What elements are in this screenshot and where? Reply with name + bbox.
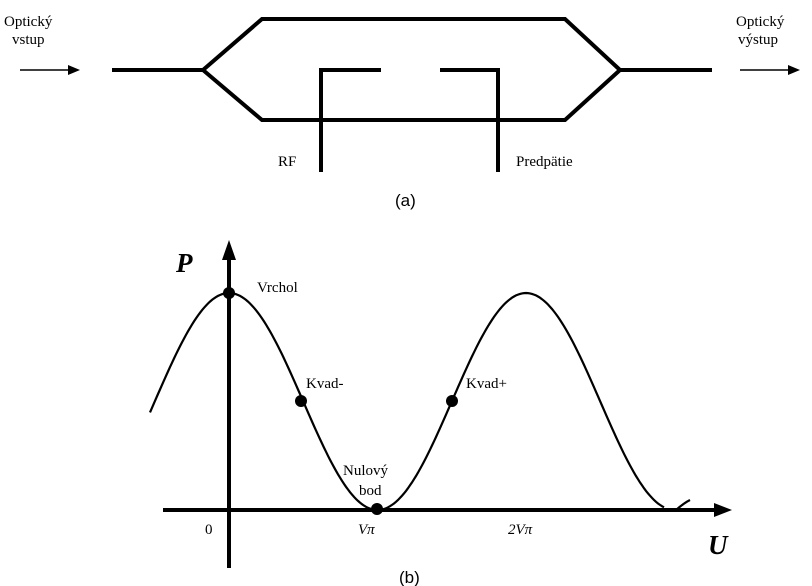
tick-label-vpi: Vπ bbox=[358, 522, 375, 538]
rf-electrode bbox=[319, 68, 381, 172]
peak-point bbox=[223, 287, 235, 299]
caption-b: (b) bbox=[399, 568, 420, 586]
tick-label-2vpi: 2Vπ bbox=[508, 522, 533, 538]
quad-plus-point bbox=[446, 395, 458, 407]
bias-label: Predpätie bbox=[516, 154, 573, 170]
lower-arm bbox=[201, 68, 622, 122]
quad-plus-label: Kvad+ bbox=[466, 376, 507, 392]
input-label-line1: Optický bbox=[4, 14, 53, 30]
axes bbox=[163, 240, 732, 568]
null-point bbox=[371, 503, 383, 515]
null-label-line1: Nulový bbox=[343, 463, 389, 479]
caption-a: (a) bbox=[395, 191, 416, 210]
peak-label: Vrchol bbox=[257, 280, 298, 296]
transfer-curve bbox=[148, 291, 665, 512]
modulator-schematic bbox=[112, 17, 712, 172]
quad-minus-label: Kvad- bbox=[306, 376, 344, 392]
tick-label-zero: 0 bbox=[205, 522, 213, 538]
output-label-line2: výstup bbox=[738, 32, 778, 48]
y-axis-arrowhead bbox=[222, 240, 236, 260]
rf-label: RF bbox=[278, 154, 296, 170]
output-arrow bbox=[740, 65, 800, 75]
y-axis-label: P bbox=[175, 248, 193, 278]
output-label-line1: Optický bbox=[736, 14, 785, 30]
upper-arm bbox=[201, 17, 622, 72]
input-arrow bbox=[20, 65, 80, 75]
curve-tail bbox=[675, 499, 691, 511]
x-axis-label: U bbox=[708, 530, 729, 560]
x-axis-arrowhead bbox=[714, 503, 732, 517]
null-label-line2: bod bbox=[359, 483, 382, 499]
bias-electrode bbox=[440, 68, 500, 172]
quad-minus-point bbox=[295, 395, 307, 407]
input-label-line2: vstup bbox=[12, 32, 45, 48]
